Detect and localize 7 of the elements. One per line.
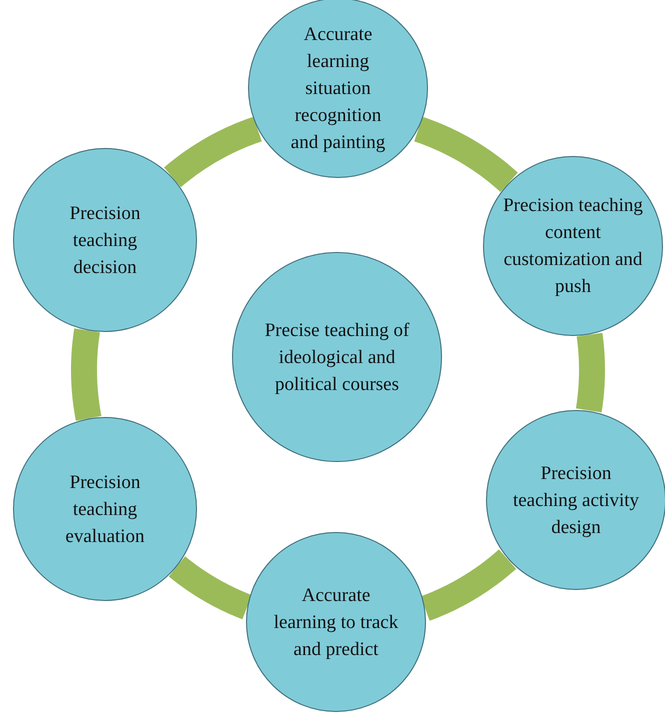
node-label: Precision teaching evaluation — [64, 470, 146, 548]
node-label: Precision teaching decision — [68, 202, 142, 280]
node-label: Precision teaching content customization and push — [502, 194, 644, 299]
node-label: Accurate learning situation recognition and painting — [290, 22, 386, 154]
node-label: Precise teaching of ideological and political courses — [264, 318, 410, 396]
node-label: Precision teaching activity design — [512, 462, 640, 540]
node-label: Accurate learning to track and predict — [272, 584, 400, 662]
